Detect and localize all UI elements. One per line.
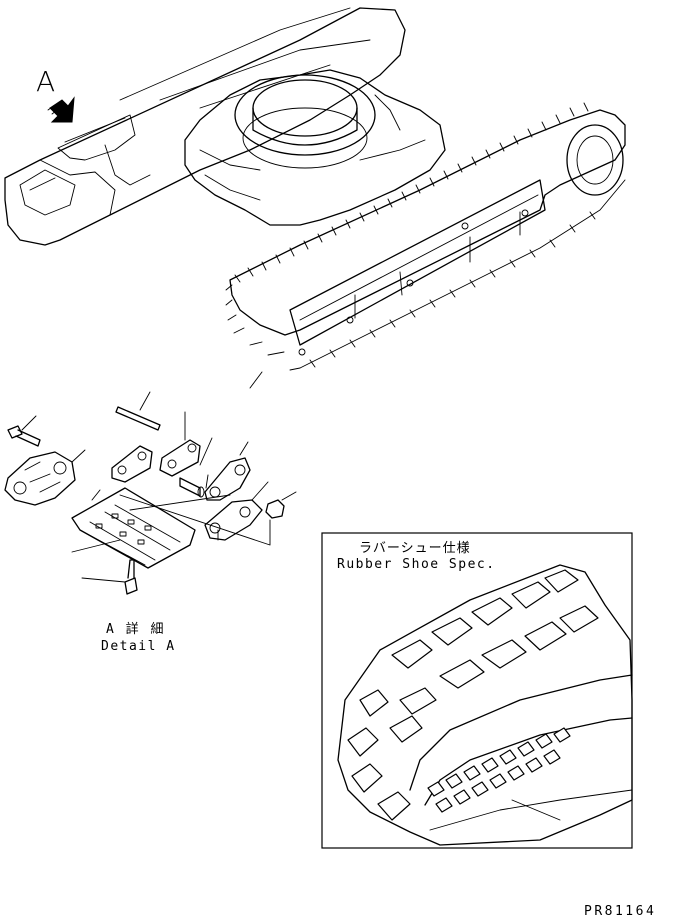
tread-lugs <box>347 569 599 821</box>
detail-caption-en: Detail A <box>101 639 176 654</box>
view-marker-label: A <box>36 65 56 98</box>
drawing-number: PR81164 <box>584 904 657 919</box>
detail-caption-jp: A 詳 細 <box>106 622 166 637</box>
rubber-shoe-title-en: Rubber Shoe Spec. <box>337 557 496 572</box>
rubber-track-illustration <box>337 564 633 846</box>
rubber-shoe-title-jp: ラバーシュー仕様 <box>359 541 471 556</box>
inner-guide-lugs <box>427 727 571 813</box>
track-link-exploded-view <box>4 391 297 595</box>
undercarriage-illustration <box>4 7 626 389</box>
view-arrow-icon <box>47 96 75 123</box>
rubber-shoe-box-frame <box>321 532 633 849</box>
